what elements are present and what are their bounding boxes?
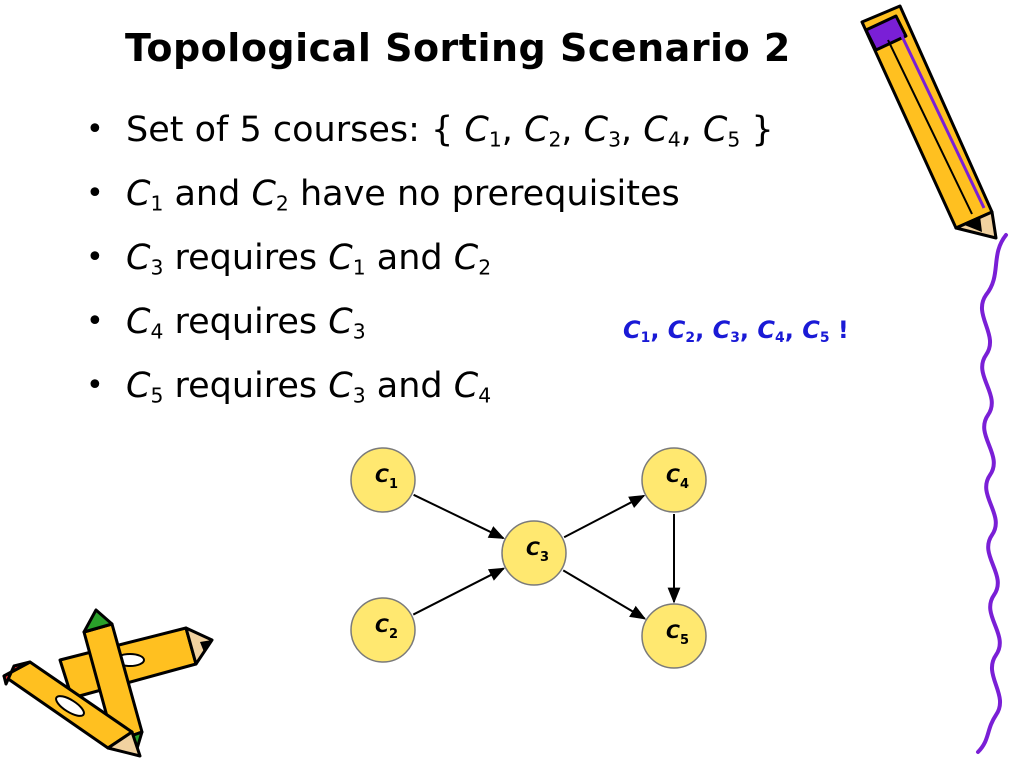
course-symbol: C4 (757, 316, 785, 346)
course-symbol: C5 (126, 366, 164, 408)
text-run: have no prerequisites (288, 174, 680, 214)
text-run: , (695, 316, 713, 344)
bullet-item: C1 and C2 have no prerequisites (80, 162, 774, 226)
course-symbol: C2 (667, 316, 696, 346)
text-run: requires (163, 238, 329, 278)
course-symbol: C3 (328, 302, 366, 344)
course-symbol: C3 (583, 110, 622, 152)
text-run: , (501, 110, 525, 150)
course-symbol: C3 (712, 316, 740, 346)
topological-order-answer: C1, C2, C3, C4, C5 ! (623, 316, 849, 346)
slide-title: Topological Sorting Scenario 2 (125, 26, 791, 70)
course-symbol: C2 (453, 238, 492, 280)
course-symbol: C3 (328, 366, 366, 408)
course-symbol: C4 (453, 366, 492, 408)
course-symbol: C2 (251, 174, 289, 216)
text-run: ! (829, 316, 849, 344)
text-run: , (561, 110, 584, 150)
course-symbol: C4 (643, 110, 681, 152)
text-run: , (621, 110, 644, 150)
bullet-item: C4 requires C3 (80, 290, 774, 354)
text-run: and (163, 174, 252, 214)
course-symbol: C4 (126, 302, 164, 344)
text-run: and (365, 238, 454, 278)
course-symbol: C1 (464, 110, 502, 152)
bullet-item: C3 requires C1 and C2 (80, 226, 774, 290)
course-symbol: C1 (126, 174, 164, 216)
text-run: , (784, 316, 803, 344)
text-run: and (365, 366, 454, 406)
course-symbol: C5 (802, 316, 830, 346)
text-run: } (740, 110, 774, 150)
text-run: , (739, 316, 758, 344)
course-symbol: C5 (702, 110, 741, 152)
course-symbol: C1 (623, 316, 651, 346)
text-run: requires (163, 366, 329, 406)
bullet-list: Set of 5 courses: { C1, C2, C3, C4, C5 }… (80, 98, 774, 418)
course-symbol: C2 (524, 110, 562, 152)
bullet-item: C5 requires C3 and C4 (80, 354, 774, 418)
course-symbol: C3 (126, 238, 164, 280)
course-symbol: C1 (328, 238, 366, 280)
text-run: requires (163, 302, 329, 342)
bullet-item: Set of 5 courses: { C1, C2, C3, C4, C5 } (80, 98, 774, 162)
text-run: , (680, 110, 703, 150)
text-run: Set of 5 courses: { (126, 110, 465, 150)
text-run: , (650, 316, 668, 344)
